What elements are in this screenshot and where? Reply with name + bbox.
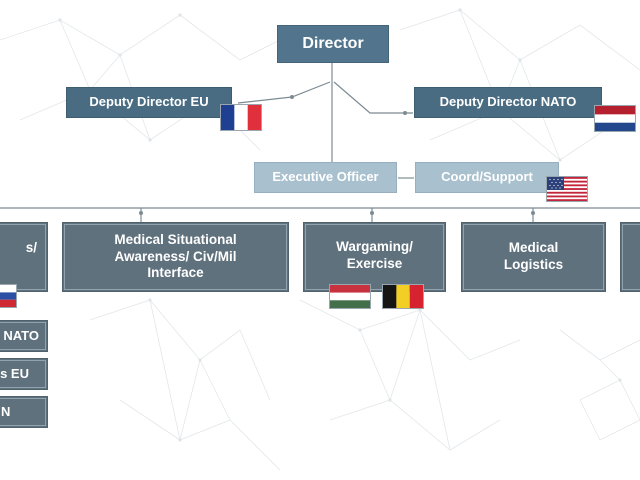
belgium-flag-icon (382, 284, 424, 309)
deputy-director-nato-label: Deputy Director NATO (439, 94, 577, 110)
director-label: Director (302, 35, 364, 52)
right-partial-unit-box (620, 222, 640, 292)
partial-unit-label: s/ (25, 240, 37, 255)
medical-situational-awareness-label: Medical Situational Awareness/ Civ/Mil I… (114, 231, 237, 281)
sub-unit-n-label: N (1, 403, 11, 419)
sub-unit-eu-label: s EU (0, 365, 29, 381)
sub-unit-nato-label: NATO (3, 327, 39, 343)
medical-situational-awareness-box: Medical Situational Awareness/ Civ/Mil I… (62, 222, 289, 292)
executive-officer-box: Executive Officer (254, 162, 397, 193)
sub-unit-n-box: N (0, 396, 48, 428)
united-states-flag-icon (546, 176, 588, 202)
russia-flag-icon (0, 284, 17, 308)
medical-logistics-box: Medical Logistics (461, 222, 606, 292)
france-flag-icon (220, 104, 262, 131)
partial-unit-box: s/ (0, 222, 48, 292)
director-box: Director (277, 25, 389, 63)
deputy-director-eu-box: Deputy Director EU (66, 87, 232, 118)
hungary-flag-icon (329, 284, 371, 309)
medical-logistics-label: Medical Logistics (503, 240, 564, 272)
sub-unit-nato-box: NATO (0, 320, 48, 352)
coord-support-label: Coord/Support (441, 169, 533, 185)
wargaming-exercise-box: Wargaming/ Exercise (303, 222, 446, 292)
deputy-director-eu-label: Deputy Director EU (89, 94, 209, 110)
deputy-director-nato-box: Deputy Director NATO (414, 87, 602, 118)
coord-support-box: Coord/Support (415, 162, 559, 193)
sub-unit-eu-box: s EU (0, 358, 48, 390)
executive-officer-label: Executive Officer (272, 169, 379, 185)
netherlands-flag-icon (594, 105, 636, 132)
wargaming-exercise-label: Wargaming/ Exercise (336, 239, 413, 271)
